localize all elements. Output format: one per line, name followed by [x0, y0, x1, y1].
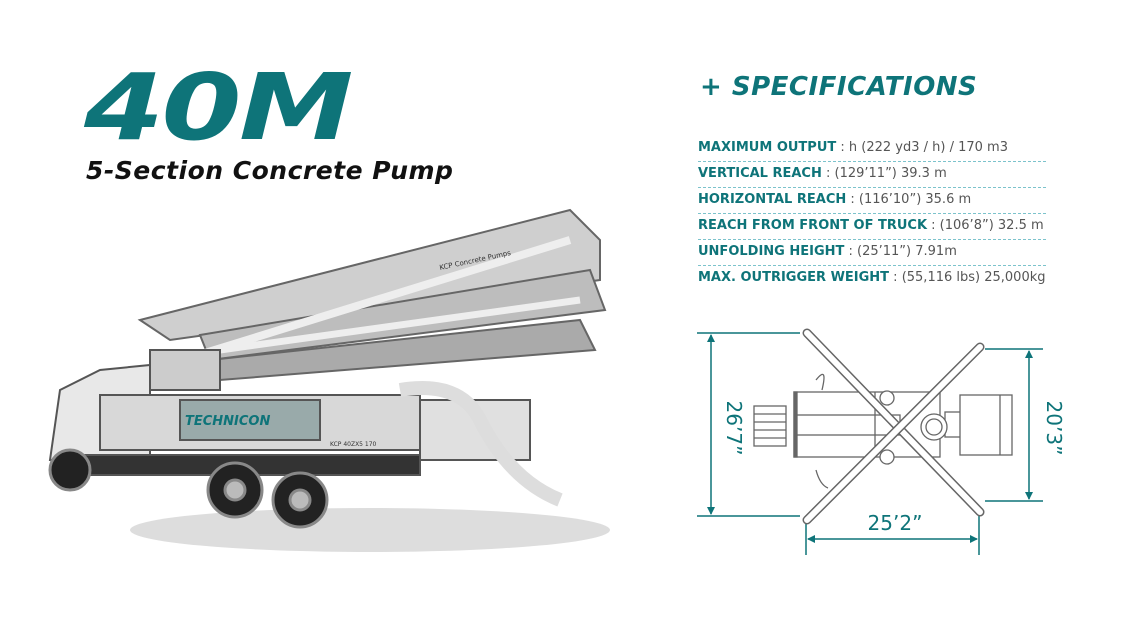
spec-label: VERTICAL REACH	[698, 166, 822, 181]
spec-label: UNFOLDING HEIGHT	[698, 244, 845, 259]
spec-row-unfolding-height: UNFOLDING HEIGHT : (25’11”) 7.91m	[698, 241, 1046, 266]
spec-value: : (129’11”) 39.3 m	[821, 166, 947, 181]
spec-label: MAXIMUM OUTPUT	[698, 140, 837, 155]
dimension-lines	[697, 332, 1043, 555]
outrigger-diagram: 26’7” 20’3” 25’2”	[697, 328, 1066, 555]
boom	[137, 208, 607, 382]
spec-label: HORIZONTAL REACH	[698, 192, 847, 207]
spec-value: : (116’10”) 35.6 m	[846, 192, 972, 207]
spec-row-max-output: MAXIMUM OUTPUT : h (222 yd3 / h) / 170 m…	[698, 137, 1046, 162]
spec-value: : (106’8”) 32.5 m	[927, 218, 1044, 233]
truck-shadow	[130, 508, 610, 552]
specifications-list: MAXIMUM OUTPUT : h (222 yd3 / h) / 170 m…	[698, 137, 1046, 292]
spec-row-horizontal-reach: HORIZONTAL REACH : (116’10”) 35.6 m	[698, 189, 1046, 214]
rear-width-label: 26’7”	[722, 401, 746, 456]
wheels	[48, 448, 329, 529]
spec-label: REACH FROM FRONT OF TRUCK	[698, 218, 928, 233]
spec-label: MAX. OUTRIGGER WEIGHT	[698, 270, 890, 285]
model-subtitle: 5-Section Concrete Pump	[86, 156, 454, 185]
spec-value: : (25’11”) 7.91m	[844, 244, 957, 259]
truck-body	[48, 349, 563, 507]
spec-row-reach-front: REACH FROM FRONT OF TRUCK : (106’8”) 32.…	[698, 215, 1046, 240]
pivot	[879, 390, 895, 406]
brand-text: TECHNICON	[185, 414, 270, 429]
spec-row-vertical-reach: VERTICAL REACH : (129’11”) 39.3 m	[698, 163, 1046, 188]
spread-length-label: 25’2”	[868, 511, 923, 535]
spec-row-outrigger-weight: MAX. OUTRIGGER WEIGHT : (55,116 lbs) 25,…	[698, 267, 1046, 291]
concrete-pump-truck-image: KCP Concrete Pumps TECHNICON KCP 40ZX5 1…	[48, 208, 610, 552]
model-plate: KCP 40ZX5 170	[330, 441, 377, 448]
model-title: 40M	[84, 54, 353, 161]
pivot	[879, 449, 895, 465]
specifications-heading: + SPECIFICATIONS	[700, 72, 978, 102]
front-width-label: 20’3”	[1042, 401, 1066, 456]
spec-value: : h (222 yd3 / h) / 170 m3	[836, 140, 1008, 155]
spec-value: : (55,116 lbs) 25,000kg	[889, 270, 1046, 285]
truck-top-view	[753, 328, 1013, 525]
grill	[753, 405, 787, 447]
